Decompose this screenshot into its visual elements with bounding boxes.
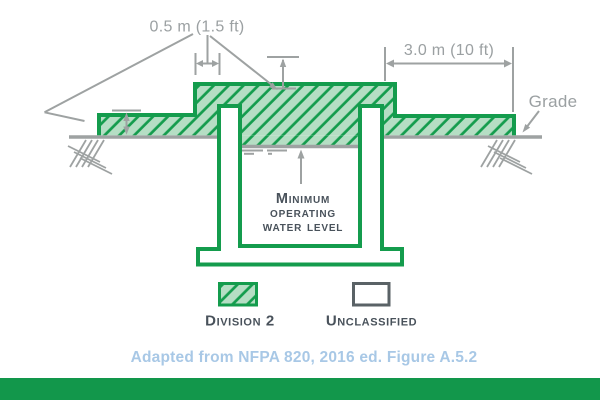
footer-bar (0, 378, 600, 400)
water-level-label: Minimum operating water level (263, 191, 343, 235)
ground-hatch-left (67, 139, 113, 175)
dimension-0-5m (44, 33, 299, 135)
dimension-0-5m-label: 0.5 m (1.5 ft) (150, 19, 245, 36)
legend-division2-swatch (218, 282, 258, 307)
division2-zone (97, 82, 516, 136)
svg-text:Minimum: Minimum (276, 191, 330, 207)
grade-leader (522, 110, 540, 133)
water-ripples (241, 149, 287, 155)
figure-caption: Adapted from NFPA 820, 2016 ed. Figure A… (131, 349, 478, 366)
svg-text:water level: water level (263, 219, 343, 235)
wet-well-structure (196, 104, 404, 267)
legend-division2-label: Division 2 (205, 313, 275, 330)
legend-unclassified-swatch (352, 282, 391, 307)
legend-unclassified-label: Unclassified (326, 313, 417, 330)
water-level-arrow (297, 149, 305, 184)
svg-text:operating: operating (270, 205, 336, 221)
dimension-3-0m-label: 3.0 m (10 ft) (404, 42, 494, 59)
division2-zone-well-dip (224, 135, 376, 147)
dimension-3-0m (384, 47, 514, 112)
grade-label: Grade (529, 92, 578, 111)
ground-hatch-right (480, 139, 533, 175)
legend: Division 2 Unclassified (205, 282, 417, 330)
division2-zone-border (97, 82, 516, 136)
